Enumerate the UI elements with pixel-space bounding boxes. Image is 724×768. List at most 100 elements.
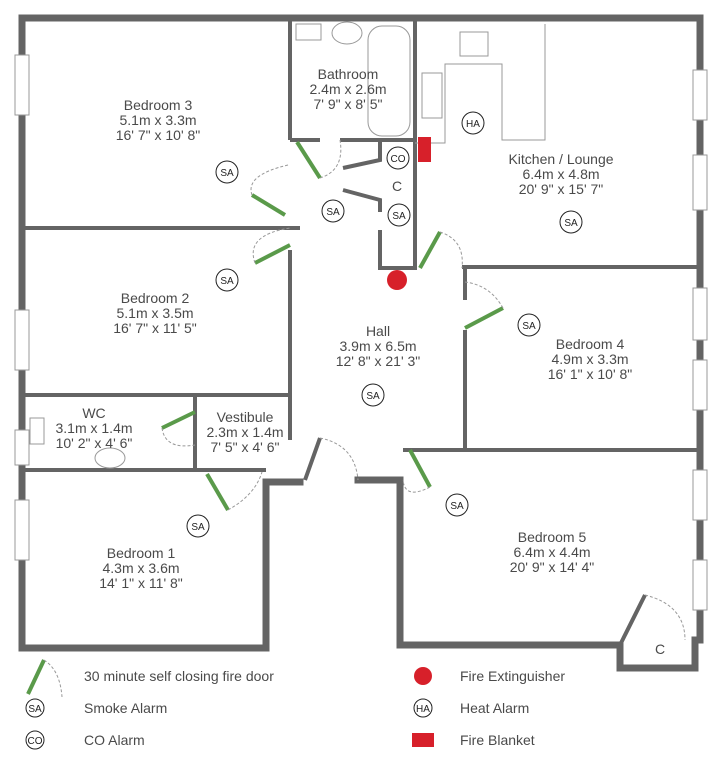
svg-text:Bathroom: Bathroom: [318, 66, 379, 82]
co-alarm-icon: CO: [25, 730, 45, 750]
fire-door: [408, 449, 432, 488]
svg-text:SA: SA: [522, 321, 536, 332]
fire-door: [161, 410, 196, 430]
room-bedroom4: Bedroom 4 4.9m x 3.3m 16' 1" x 10' 8": [548, 336, 633, 382]
svg-text:CO: CO: [28, 736, 43, 747]
svg-text:4.9m x 3.3m: 4.9m x 3.3m: [551, 351, 628, 367]
svg-text:5.1m x 3.5m: 5.1m x 3.5m: [116, 305, 193, 321]
svg-text:HA: HA: [416, 704, 430, 715]
windows: [14, 54, 708, 611]
heat-alarm-icon: HA: [413, 698, 433, 718]
window: [692, 559, 708, 611]
svg-text:SA: SA: [366, 391, 380, 402]
svg-text:Bedroom 2: Bedroom 2: [121, 290, 190, 306]
window: [692, 359, 708, 411]
fire-door: [250, 193, 287, 217]
svg-text:Kitchen / Lounge: Kitchen / Lounge: [508, 151, 613, 167]
smoke-alarm-icon: SA: [445, 493, 469, 517]
svg-text:WC: WC: [82, 405, 105, 421]
svg-text:7' 5" x 4' 6": 7' 5" x 4' 6": [211, 439, 280, 455]
legend-fire-extinguisher: Fire Extinguisher: [460, 668, 565, 684]
svg-text:SA: SA: [564, 218, 578, 229]
smoke-alarm-icon: SA: [559, 210, 583, 234]
svg-text:SA: SA: [28, 704, 42, 715]
svg-text:3.9m x 6.5m: 3.9m x 6.5m: [339, 338, 416, 354]
fire-door: [295, 140, 322, 180]
legend-heat-alarm: Heat Alarm: [460, 700, 529, 716]
svg-text:5.1m x 3.3m: 5.1m x 3.3m: [119, 112, 196, 128]
svg-text:HA: HA: [466, 119, 480, 130]
room-bathroom: Bathroom 2.4m x 2.6m 7' 9" x 8' 5": [309, 66, 386, 112]
fire-door: [464, 306, 504, 330]
smoke-alarm-icon: SA: [361, 383, 385, 407]
window: [692, 69, 708, 121]
smoke-alarm-icon: SA: [215, 160, 239, 184]
fixtures: [29, 21, 546, 469]
svg-text:16' 7" x 10' 8": 16' 7" x 10' 8": [116, 127, 201, 143]
svg-text:10' 2" x 4' 6": 10' 2" x 4' 6": [56, 435, 133, 451]
legend-smoke-alarm: Smoke Alarm: [84, 700, 167, 716]
fire-door: [254, 243, 291, 265]
window: [14, 309, 30, 371]
heat-alarm-icon: HA: [461, 111, 485, 135]
svg-text:Bedroom 1: Bedroom 1: [107, 545, 176, 561]
fire-door: [205, 472, 230, 512]
fire-door-icon: [26, 659, 46, 695]
svg-text:SA: SA: [392, 211, 406, 222]
room-bedroom1: Bedroom 1 4.3m x 3.6m 14' 1" x 11' 8": [99, 545, 183, 591]
svg-text:6.4m x 4.4m: 6.4m x 4.4m: [513, 544, 590, 560]
legend-fire-door: 30 minute self closing fire door: [84, 668, 274, 684]
svg-text:7' 9" x 8' 5": 7' 9" x 8' 5": [314, 96, 383, 112]
room-bedroom2: Bedroom 2 5.1m x 3.5m 16' 7" x 11' 5": [113, 290, 197, 336]
fire-doors: [161, 139, 686, 641]
window: [692, 469, 708, 521]
svg-text:20' 9" x 14' 4": 20' 9" x 14' 4": [510, 559, 595, 575]
svg-text:16' 1" x 10' 8": 16' 1" x 10' 8": [548, 366, 633, 382]
fire-extinguisher-icon: [387, 270, 407, 290]
legend: 30 minute self closing fire door SA Smok…: [25, 659, 565, 750]
svg-text:20' 9" x 15' 7": 20' 9" x 15' 7": [519, 181, 604, 197]
window: [14, 499, 30, 561]
window: [692, 287, 708, 341]
legend-co-alarm: CO Alarm: [84, 732, 145, 748]
svg-text:SA: SA: [326, 207, 340, 218]
svg-text:12' 8" x 21' 3": 12' 8" x 21' 3": [336, 353, 421, 369]
window: [14, 54, 30, 116]
svg-text:SA: SA: [220, 168, 234, 179]
co-alarm-icon: CO: [386, 146, 410, 170]
cupboard-label: C: [655, 641, 665, 657]
svg-text:Bedroom 3: Bedroom 3: [124, 97, 193, 113]
svg-text:Bedroom 4: Bedroom 4: [556, 336, 625, 352]
svg-text:3.1m x 1.4m: 3.1m x 1.4m: [55, 420, 132, 436]
smoke-alarm-icon: SA: [25, 698, 45, 718]
room-hall: Hall 3.9m x 6.5m 12' 8" x 21' 3": [336, 323, 421, 369]
room-kitchen-lounge: Kitchen / Lounge 6.4m x 4.8m 20' 9" x 15…: [508, 151, 613, 197]
cupboard-label: C: [392, 178, 402, 194]
window: [692, 154, 708, 211]
svg-text:Vestibule: Vestibule: [217, 409, 274, 425]
svg-text:CO: CO: [391, 154, 406, 165]
room-bedroom3: Bedroom 3 5.1m x 3.3m 16' 7" x 10' 8": [116, 97, 201, 143]
svg-text:SA: SA: [450, 501, 464, 512]
svg-text:2.4m x 2.6m: 2.4m x 2.6m: [309, 81, 386, 97]
room-wc: WC 3.1m x 1.4m 10' 2" x 4' 6": [55, 405, 132, 451]
fire-extinguisher-icon: [414, 667, 432, 685]
smoke-alarm-icon: SA: [215, 268, 239, 292]
svg-text:Bedroom 5: Bedroom 5: [518, 529, 587, 545]
fire-door: [418, 231, 442, 269]
room-bedroom5: Bedroom 5 6.4m x 4.4m 20' 9" x 14' 4": [510, 529, 595, 575]
svg-text:16' 7" x 11' 5": 16' 7" x 11' 5": [113, 320, 197, 336]
svg-text:4.3m x 3.6m: 4.3m x 3.6m: [102, 560, 179, 576]
svg-text:Hall: Hall: [366, 323, 390, 339]
smoke-alarm-icon: SA: [517, 313, 541, 337]
smoke-alarm-icon: SA: [321, 199, 345, 223]
legend-fire-blanket: Fire Blanket: [460, 732, 535, 748]
fire-blanket-icon: [412, 733, 434, 747]
svg-text:6.4m x 4.8m: 6.4m x 4.8m: [522, 166, 599, 182]
svg-text:2.3m x 1.4m: 2.3m x 1.4m: [206, 424, 283, 440]
svg-text:14' 1" x 11' 8": 14' 1" x 11' 8": [99, 575, 183, 591]
svg-text:SA: SA: [220, 276, 234, 287]
room-vestibule: Vestibule 2.3m x 1.4m 7' 5" x 4' 6": [206, 409, 283, 455]
smoke-alarm-icon: SA: [387, 203, 411, 227]
